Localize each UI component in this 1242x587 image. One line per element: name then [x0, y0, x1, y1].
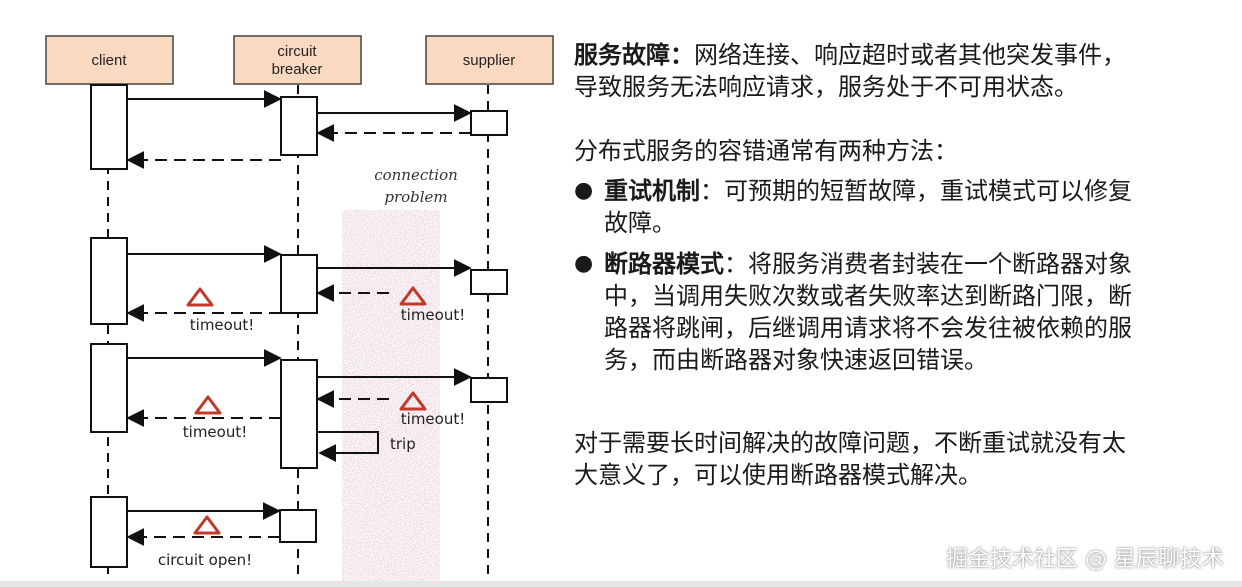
timeout-label: timeout! [190, 316, 254, 334]
bullet-icon: ● [574, 178, 594, 203]
circuit-open-label: circuit open! [158, 551, 252, 569]
warning-triangle-icon [399, 286, 427, 306]
breaker-line-4: 务，而由断路器对象快速返回错误。 [604, 346, 988, 374]
participant-circuit-label: circuit [277, 43, 317, 60]
service-failure-text: 网络连接、响应超时或者其他突发事件， [694, 41, 1126, 69]
breaker-title: 断路器模式 [604, 250, 724, 278]
participant-client-label: client [91, 52, 127, 69]
retry-title: 重试机制 [604, 177, 700, 205]
retry-line-1: 重试机制：可预期的短暂故障，重试模式可以修复 [604, 176, 1132, 206]
client-activation [90, 237, 128, 325]
breaker-activation [280, 359, 318, 469]
sequence-diagram: client circuit breaker supplier connecti… [45, 35, 554, 587]
service-failure-line-2: 导致服务无法响应请求，服务处于不可用状态。 [574, 73, 1078, 101]
supplier-activation [470, 377, 508, 403]
timeout-label: timeout! [183, 423, 247, 441]
warning-triangle-icon [399, 391, 427, 411]
participant-supplier-label: supplier [463, 52, 516, 69]
supplier-activation [470, 110, 508, 136]
participant-supplier: supplier [425, 35, 554, 85]
conclusion-line-1: 对于需要长时间解决的故障问题，不断重试就没有太 [574, 429, 1126, 457]
fault-tolerance-intro: 分布式服务的容错通常有两种方法： [574, 137, 958, 165]
bullet-icon: ● [574, 251, 594, 276]
breaker-text: ：将服务消费者封装在一个断路器对象 [724, 250, 1132, 278]
trip-self-arrow [317, 431, 379, 462]
watermark: 掘金技术社区 @ 星辰聊技术 [946, 547, 1224, 572]
connection-problem-label: problem [384, 188, 447, 206]
breaker-activation [280, 254, 318, 314]
breaker-line-3: 路器将跳闸，后继调用请求将不会发往被依赖的服 [604, 314, 1132, 342]
client-activation [90, 84, 128, 170]
warning-triangle-icon [186, 287, 214, 307]
warning-triangle-icon [194, 395, 222, 415]
trip-label: trip [390, 435, 416, 453]
timeout-label: timeout! [401, 410, 465, 428]
bottom-divider [0, 581, 1242, 587]
client-activation [90, 343, 128, 433]
timeout-label: timeout! [401, 306, 465, 324]
participant-client: client [45, 35, 174, 85]
client-activation [90, 496, 128, 568]
participant-breaker-label: breaker [272, 61, 323, 78]
service-failure-line-1: 服务故障：网络连接、响应超时或者其他突发事件， [574, 40, 1126, 70]
participant-circuit-breaker: circuit breaker [233, 35, 362, 85]
conclusion-line-2: 大意义了，可以使用断路器模式解决。 [574, 461, 982, 489]
connection-problem-label: connection [374, 166, 458, 184]
connection-problem-band [342, 210, 440, 582]
breaker-activation [280, 96, 318, 156]
breaker-line-1: 断路器模式：将服务消费者封装在一个断路器对象 [604, 249, 1132, 279]
breaker-line-2: 中，当调用失败次数或者失败率达到断路门限，断 [604, 282, 1132, 310]
warning-triangle-icon [193, 515, 221, 535]
service-failure-title: 服务故障： [574, 41, 694, 69]
retry-text: ：可预期的短暂故障，重试模式可以修复 [700, 177, 1132, 205]
breaker-activation [279, 509, 317, 543]
retry-line-2: 故障。 [604, 209, 676, 237]
supplier-activation [470, 269, 508, 295]
